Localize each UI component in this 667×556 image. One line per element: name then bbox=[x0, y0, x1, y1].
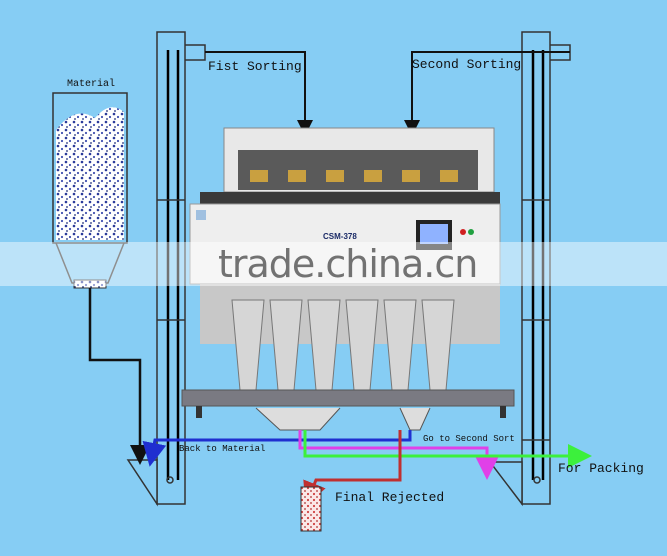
watermark-band bbox=[0, 242, 667, 286]
material-label: Material bbox=[67, 79, 116, 90]
for-packing-label: For Packing bbox=[558, 461, 644, 476]
second-sorting-label: Second Sorting bbox=[412, 57, 522, 72]
right-elevator bbox=[488, 31, 571, 507]
material-hopper bbox=[52, 92, 128, 289]
watermark: trade.china.cn bbox=[218, 242, 478, 286]
first-sorting-label: Fist Sorting bbox=[208, 59, 302, 74]
back-to-material-label: Back to Material bbox=[179, 444, 266, 454]
go-to-second-sort-label: Go to Second Sort bbox=[423, 434, 515, 444]
machine-model-label: CSM-378 bbox=[323, 232, 357, 241]
second-sorting-feed-line bbox=[404, 51, 570, 136]
color-sorter-machine bbox=[181, 127, 515, 431]
for-packing-flow bbox=[303, 430, 592, 468]
first-sorting-feed-line bbox=[205, 51, 313, 136]
back-to-material-flow bbox=[142, 430, 412, 467]
rejected-bin bbox=[300, 486, 322, 532]
go-to-second-sort-flow bbox=[298, 430, 499, 480]
material-to-elevator-line bbox=[88, 288, 150, 465]
final-rejected-label: Final Rejected bbox=[335, 490, 445, 505]
